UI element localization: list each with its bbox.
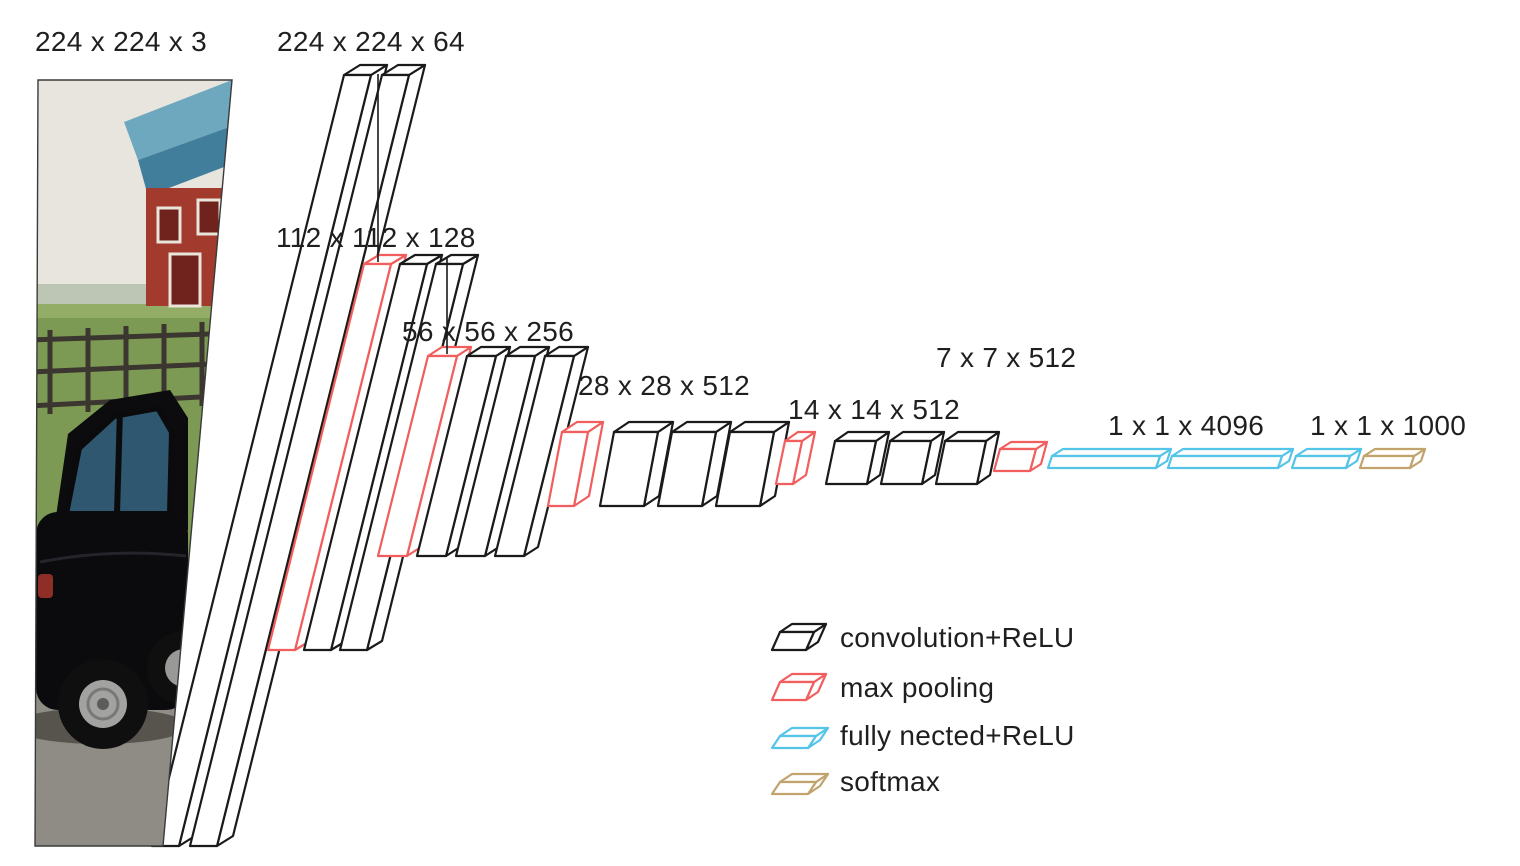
- legend-conv-front: [770, 630, 816, 652]
- photo-car-taillight: [38, 574, 53, 598]
- conv-layer-front: [454, 354, 537, 558]
- legend-icon-conv: [770, 622, 828, 652]
- photo-fence-posts: [47, 320, 232, 414]
- conv-layer-front: [714, 430, 776, 508]
- legend-pool-front: [770, 680, 816, 702]
- photo-barn-door: [168, 252, 202, 308]
- conv-layer-front: [302, 262, 429, 652]
- input-photo-border: [34, 79, 233, 847]
- photo-barn-roof-upper: [124, 80, 232, 160]
- label-block3-dims: 56 x 56 x 256: [402, 316, 575, 347]
- legend-icon-softmax: [770, 772, 830, 796]
- block-7-layers: [1046, 447, 1295, 470]
- label-block4-dims: 28 x 28 x 512: [578, 370, 751, 401]
- pool-layer-front: [266, 262, 393, 652]
- block-6-layers: [992, 440, 1049, 473]
- pool-layer-front: [774, 439, 804, 486]
- label-fc-dims: 1 x 1 x 4096: [1108, 410, 1265, 441]
- label-block6-dims: 7 x 7 x 512: [936, 342, 1077, 373]
- conv-layer-front: [879, 439, 933, 486]
- fc-layer-front: [1290, 454, 1352, 470]
- pool-layer-front: [546, 430, 590, 508]
- legend-softmax-front: [770, 780, 818, 796]
- photo-barn-window-right: [196, 198, 222, 236]
- legend-label-maxpooling: max pooling: [840, 672, 995, 703]
- photo-car-rear-rim-inner: [86, 687, 120, 721]
- conv-layer-front: [656, 430, 718, 508]
- fc-layer-front: [1166, 454, 1284, 470]
- conv-layer-front: [415, 354, 498, 558]
- softmax-layer-front: [1358, 454, 1416, 470]
- fc-layer-front: [1046, 454, 1162, 470]
- photo-barn-window-left: [156, 206, 182, 244]
- conv-layer-front: [824, 439, 878, 486]
- legend-label-convolution: convolution+ReLU: [840, 622, 1075, 653]
- label-block2-dims: 112 x 112 x 128: [276, 222, 476, 253]
- legend-icon-fc: [770, 726, 830, 750]
- photo-barn-roof-lower: [138, 126, 232, 196]
- photo-grass-light: [35, 304, 232, 318]
- block-connector-lines: [377, 74, 448, 354]
- conv-layer-front: [934, 439, 988, 486]
- pool-layer-front: [376, 354, 459, 558]
- conv-layer-front: [150, 73, 373, 848]
- photo-car-rear-hub: [97, 698, 109, 710]
- legend-label-fullyconnected: fully nected+ReLU: [840, 720, 1075, 751]
- pool-layer-front: [992, 447, 1038, 473]
- label-output-dims: 1 x 1 x 1000: [1310, 410, 1467, 441]
- label-block1-dims: 224 x 224 x 64: [277, 26, 465, 57]
- legend-icon-pool: [770, 672, 828, 702]
- photo-car-trunk-line: [39, 551, 187, 564]
- conv-layer-front: [598, 430, 660, 508]
- label-block5-dims: 14 x 14 x 512: [788, 394, 961, 425]
- photo-car-glass-divider: [114, 409, 123, 515]
- block-4-layers: [546, 420, 791, 508]
- label-input-dims: 224 x 224 x 3: [35, 26, 208, 57]
- legend-label-softmax: softmax: [840, 766, 941, 797]
- legend-icons: [770, 622, 830, 796]
- block-5-layers: [774, 430, 1001, 486]
- conv-layer-front: [188, 73, 411, 848]
- conv-layer-front: [493, 354, 576, 558]
- legend-fc-front: [770, 734, 818, 750]
- block-3-layers: [376, 345, 590, 558]
- layer-slabs: [150, 63, 1427, 848]
- block-8-layers: [1290, 447, 1427, 470]
